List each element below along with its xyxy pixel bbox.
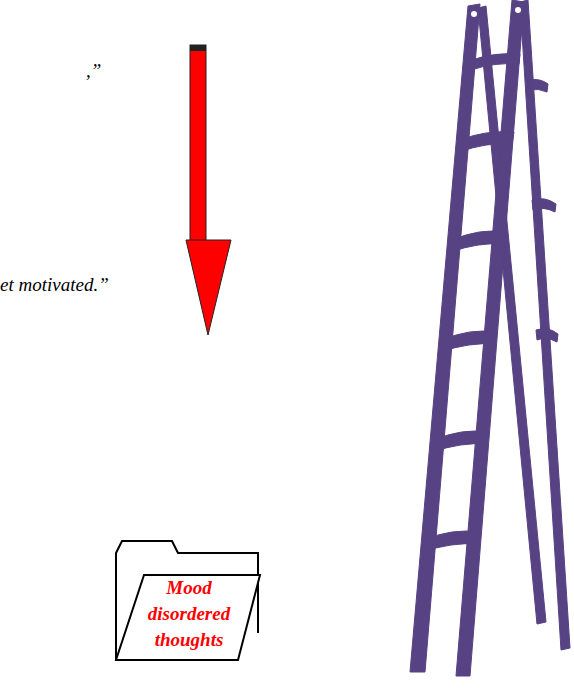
quote-fragment: et motivated.” (0, 274, 109, 296)
down-arrow (186, 45, 231, 335)
quote-fragment: ,” (86, 60, 101, 82)
folder-shape: Mood disordered thoughts (110, 533, 262, 665)
ladder-illustration (410, 0, 570, 676)
folder-label: Mood disordered thoughts (134, 575, 244, 653)
